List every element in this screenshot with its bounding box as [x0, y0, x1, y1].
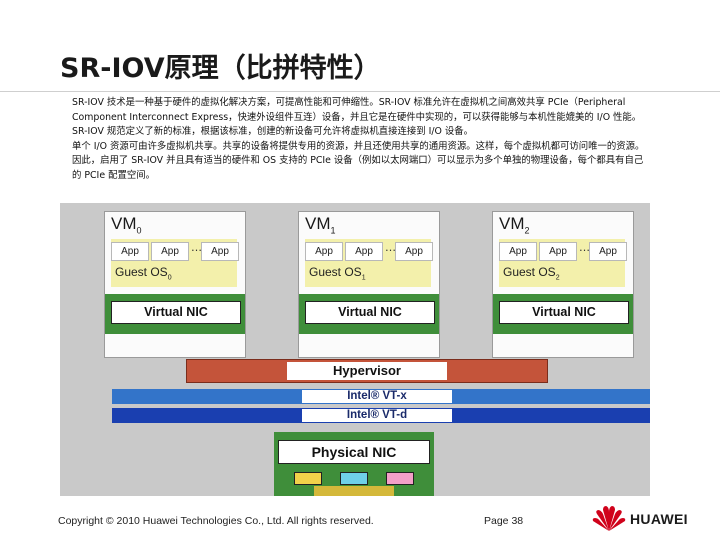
vm-box-1: VM1 App App … App Guest OS1 Virtual NIC [298, 211, 440, 358]
virtual-nic-label: Virtual NIC [305, 301, 435, 324]
ellipsis: … [191, 241, 202, 254]
vt-d-bar: Intel® VT-d [112, 408, 650, 423]
app-box: App [589, 242, 627, 261]
nic-port [340, 472, 368, 485]
hypervisor-label: Hypervisor [287, 362, 447, 380]
guest-os-label: Guest OS2 [503, 265, 560, 282]
sriov-diagram: VM0 App App … App Guest OS0 Virtual NIC … [60, 203, 650, 496]
virtual-nic-label: Virtual NIC [111, 301, 241, 324]
app-box: App [395, 242, 433, 261]
vm-box-2: VM2 App App … App Guest OS2 Virtual NIC [492, 211, 634, 358]
app-box: App [499, 242, 537, 261]
vt-x-label: Intel® VT-x [302, 390, 452, 403]
app-box: App [151, 242, 189, 261]
app-box: App [201, 242, 239, 261]
physical-nic-card: Physical NIC [274, 432, 434, 496]
title-bar [0, 0, 720, 92]
paragraph-2: 单个 I/O 资源可由许多虚拟机共享。共享的设备将提供专用的资源，并且还使用共享… [72, 140, 645, 181]
virtual-nic-label: Virtual NIC [499, 301, 629, 324]
body-text: SR-IOV 技术是一种基于硬件的虚拟化解决方案，可提高性能和可伸缩性。SR-I… [72, 96, 652, 184]
page-title: SR-IOV原理（比拼特性） [60, 53, 381, 84]
app-box: App [345, 242, 383, 261]
huawei-logo-text: HUAWEI [630, 511, 688, 527]
vm-title: VM2 [499, 214, 530, 236]
app-box: App [305, 242, 343, 261]
huawei-logo-icon [592, 506, 626, 531]
pcie-connector [314, 486, 394, 496]
ellipsis: … [579, 241, 590, 254]
page-number: Page 38 [484, 515, 524, 527]
guest-os-label: Guest OS1 [309, 265, 366, 282]
app-area: App App … App Guest OS1 [305, 239, 433, 287]
virtual-nic-card: Virtual NIC [493, 294, 633, 334]
vm-title: VM0 [111, 214, 142, 236]
nic-port [386, 472, 414, 485]
vt-d-label: Intel® VT-d [302, 409, 452, 422]
title-divider [0, 91, 720, 92]
app-box: App [539, 242, 577, 261]
hypervisor-bar: Hypervisor [186, 359, 548, 383]
vt-x-bar: Intel® VT-x [112, 389, 650, 404]
virtual-nic-card: Virtual NIC [105, 294, 245, 334]
copyright-text: Copyright © 2010 Huawei Technologies Co.… [58, 515, 374, 527]
virtual-nic-card: Virtual NIC [299, 294, 439, 334]
app-area: App App … App Guest OS2 [499, 239, 627, 287]
nic-port [294, 472, 322, 485]
guest-os-label: Guest OS0 [115, 265, 172, 282]
ellipsis: … [385, 241, 396, 254]
physical-nic-label: Physical NIC [278, 440, 430, 464]
vm-box-0: VM0 App App … App Guest OS0 Virtual NIC [104, 211, 246, 358]
paragraph-1: SR-IOV 技术是一种基于硬件的虚拟化解决方案，可提高性能和可伸缩性。SR-I… [72, 97, 642, 138]
vm-title: VM1 [305, 214, 336, 236]
app-box: App [111, 242, 149, 261]
app-area: App App … App Guest OS0 [111, 239, 239, 287]
